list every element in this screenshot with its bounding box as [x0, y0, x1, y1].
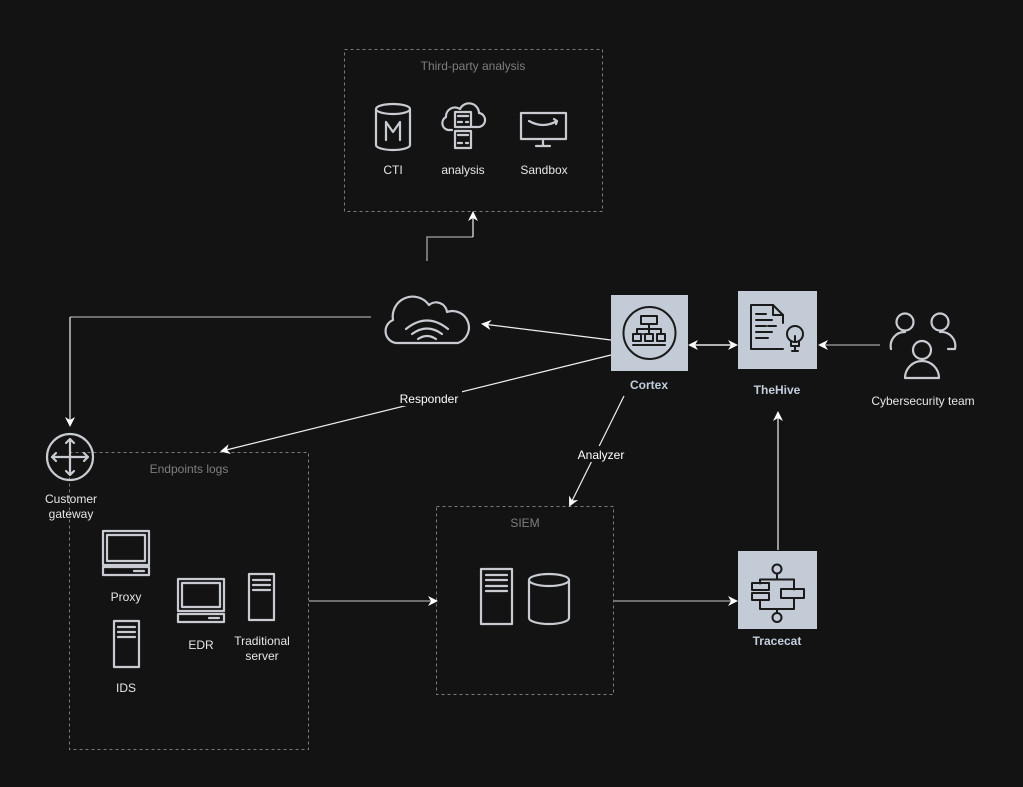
edge-cloud-to-third-party: [426, 211, 478, 261]
edge-label-analyzer: Analyzer: [578, 448, 625, 462]
node-sandbox[interactable]: Sandbox: [519, 111, 568, 177]
node-cortex[interactable]: Cortex: [611, 295, 688, 392]
workflow-icon: [751, 563, 805, 623]
node-label-edr: EDR: [188, 638, 214, 652]
node-traditional-server[interactable]: Traditional server: [234, 572, 290, 663]
node-label-server-2: server: [245, 649, 278, 663]
node-label-tracecat: Tracecat: [753, 634, 802, 648]
node-tracecat[interactable]: Tracecat: [738, 551, 817, 648]
desktop-computer-icon: [101, 529, 151, 577]
node-label-gateway-2: gateway: [49, 507, 94, 521]
users-icon: [889, 312, 957, 380]
edge-cortex-to-cloud: [481, 320, 612, 341]
node-customer-gateway[interactable]: Customer gateway: [45, 432, 97, 521]
node-ids[interactable]: IDS: [112, 619, 141, 695]
siem-server[interactable]: [479, 567, 514, 626]
node-label-cti: CTI: [383, 163, 402, 177]
group-third-party-analysis: Third-party analysis: [344, 49, 603, 212]
node-cybersecurity-team[interactable]: Cybersecurity team: [871, 312, 975, 409]
database-icon: [374, 102, 412, 152]
node-analysis[interactable]: analysis: [441, 102, 487, 177]
server-icon: [247, 572, 276, 622]
node-label-thehive: TheHive: [754, 383, 801, 397]
node-label-proxy: Proxy: [111, 590, 142, 604]
node-thehive[interactable]: TheHive: [738, 291, 817, 397]
server-icon: [112, 619, 141, 669]
group-title-siem: SIEM: [510, 516, 539, 530]
router-icon: [45, 432, 95, 482]
hierarchy-icon: [622, 306, 677, 360]
monitor-icon: [519, 111, 568, 148]
node-edr[interactable]: EDR: [176, 577, 226, 652]
edge-responder: Responder: [220, 354, 612, 454]
cloud-wifi-icon: [384, 295, 471, 345]
tracecat-tile: [738, 551, 817, 629]
edge-label-responder: Responder: [400, 392, 459, 406]
node-label-gateway-1: Customer: [45, 492, 97, 506]
thehive-tile: [738, 291, 817, 369]
node-label-server-1: Traditional: [234, 634, 290, 648]
cloud-server-icon: [441, 102, 487, 150]
group-endpoints-logs: Endpoints logs: [69, 452, 309, 750]
database-icon: [527, 572, 571, 626]
group-title-third-party: Third-party analysis: [421, 59, 526, 73]
desktop-computer-icon: [176, 577, 226, 624]
node-label-team: Cybersecurity team: [871, 394, 974, 408]
server-icon: [479, 567, 514, 626]
document-lightbulb-icon: [750, 304, 804, 352]
node-label-analysis: analysis: [441, 163, 484, 177]
node-label-ids: IDS: [116, 681, 136, 695]
node-internet-cloud[interactable]: [384, 295, 471, 345]
node-label-sandbox: Sandbox: [520, 163, 567, 177]
siem-database[interactable]: [527, 572, 571, 626]
node-label-cortex: Cortex: [630, 378, 668, 392]
node-proxy[interactable]: Proxy: [101, 529, 151, 604]
group-siem: SIEM: [436, 506, 614, 695]
edge-cloud-to-gateway: [65, 316, 371, 427]
edge-analyzer: Analyzer: [569, 395, 628, 507]
node-cti[interactable]: CTI: [374, 102, 412, 177]
group-title-endpoints: Endpoints logs: [150, 462, 229, 476]
